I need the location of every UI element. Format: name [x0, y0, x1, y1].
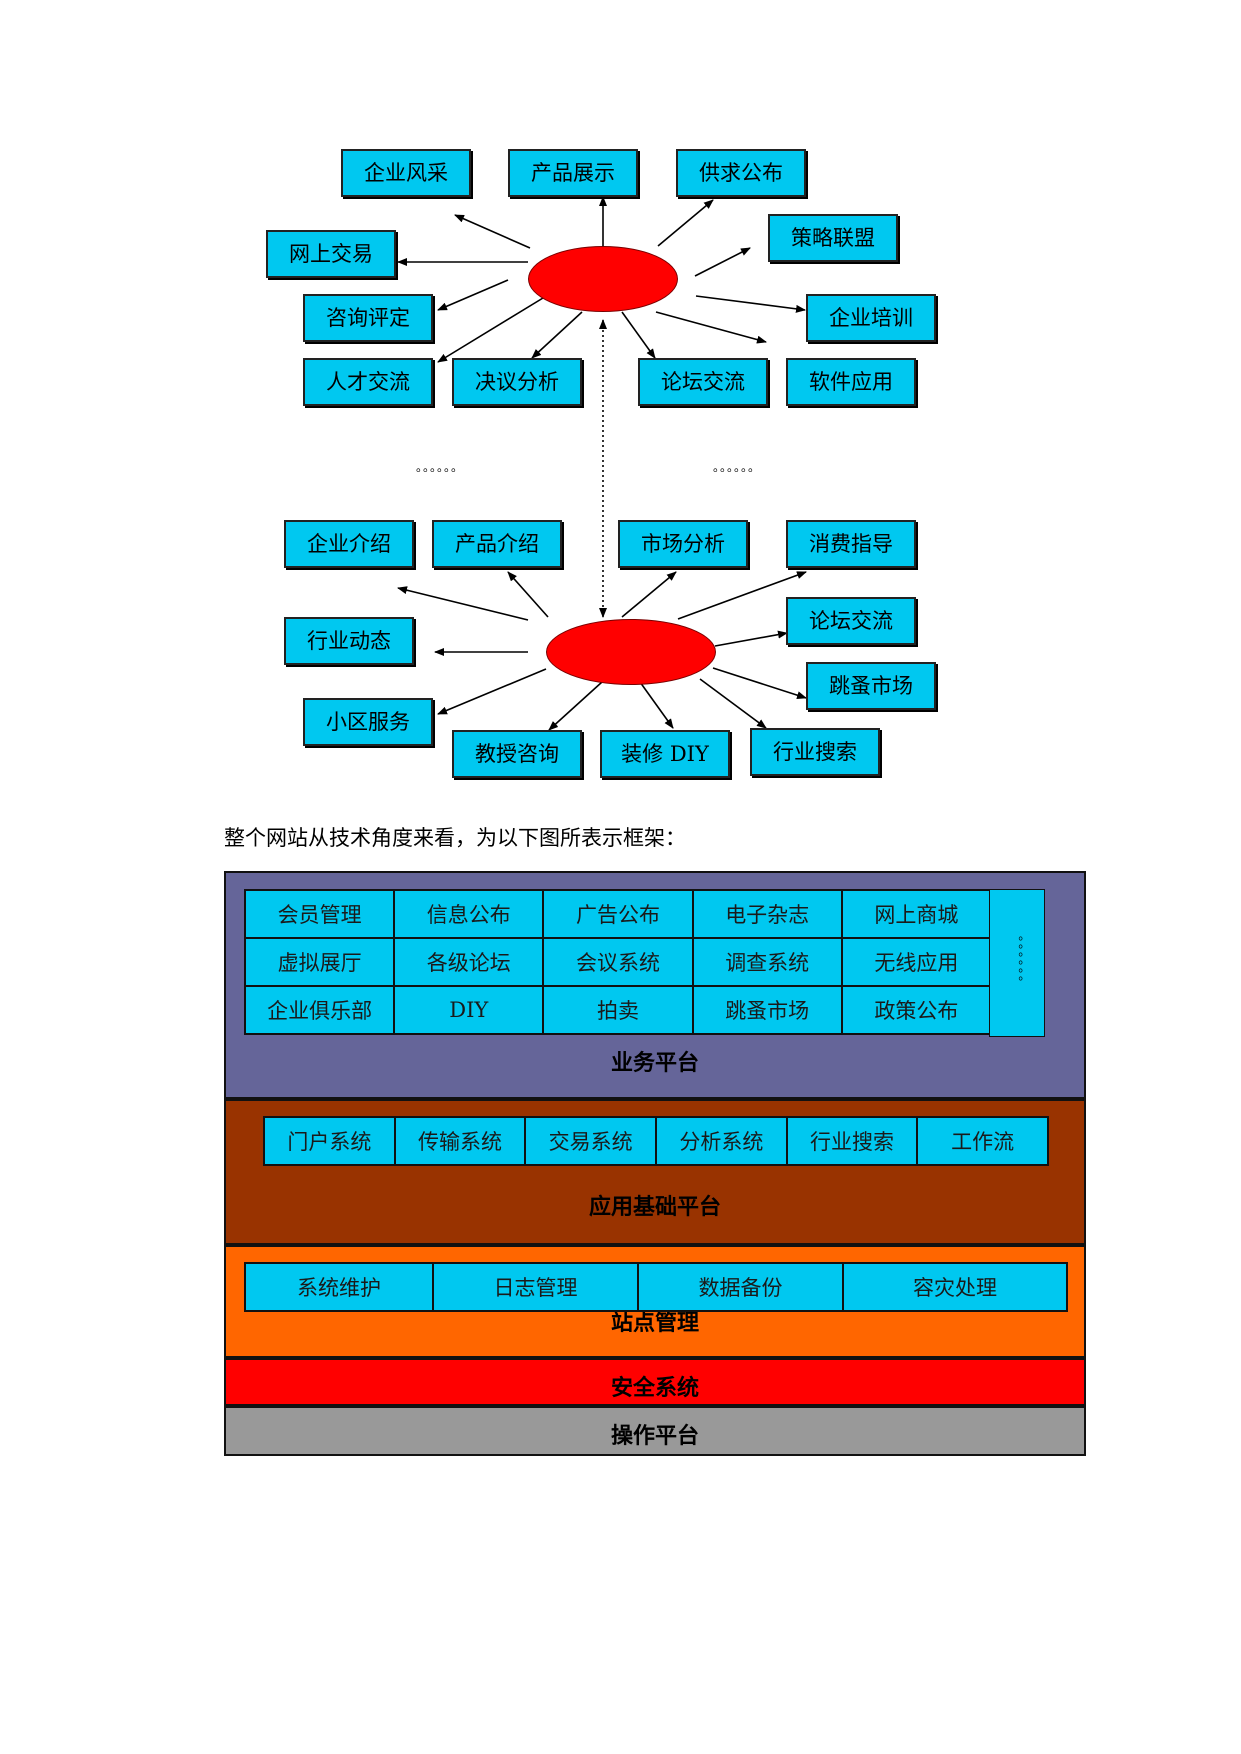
module-cell: 交易系统 — [525, 1117, 656, 1165]
module-cell: 行业搜索 — [786, 1117, 918, 1165]
arrow-to-node — [621, 311, 656, 359]
module-cell: 各级论坛 — [394, 938, 544, 986]
bottom-hub-ellipse — [546, 619, 716, 685]
arrow-to-node — [397, 586, 529, 621]
top-hub-ellipse — [528, 246, 678, 312]
module-cell: 电子杂志 — [692, 890, 842, 938]
arrow-to-node — [677, 571, 807, 620]
module-cell: 日志管理 — [433, 1263, 638, 1311]
more-modules-cell: 。。。。。。 — [989, 889, 1045, 1037]
top-hub-arrows — [397, 196, 806, 363]
operating-platform-title: 操作平台 — [610, 1424, 699, 1449]
module-cell: 工作流 — [917, 1117, 1048, 1165]
node-product-display: 产品展示 — [508, 149, 638, 197]
node-forum-exchange-2: 论坛交流 — [786, 597, 916, 645]
module-cell: 会议系统 — [543, 938, 693, 986]
module-cell: 拍卖 — [543, 986, 693, 1034]
arrow-to-node — [437, 668, 547, 715]
connector-lines — [397, 196, 807, 731]
module-cell: DIY — [394, 986, 544, 1034]
node-community-service: 小区服务 — [303, 698, 433, 746]
hub-diagram: 企业风采 产品展示 供求公布 策略联盟 网上交易 咨询评定 企业培训 人才交流 … — [0, 0, 1241, 820]
site-management-grid: 系统维护 日志管理 数据备份 容灾处理 — [244, 1262, 1068, 1312]
node-enterprise-training: 企业培训 — [806, 294, 936, 342]
module-cell: 政策公布 — [841, 986, 991, 1034]
arrow-to-node — [712, 667, 807, 700]
node-product-intro: 产品介绍 — [432, 520, 562, 568]
architecture-caption: 整个网站从技术角度来看，为以下图所表示框架： — [224, 826, 686, 850]
node-enterprise-intro: 企业介绍 — [284, 520, 414, 568]
node-industry-search: 行业搜索 — [750, 728, 880, 776]
module-cell: 无线应用 — [841, 938, 991, 986]
node-supply-demand: 供求公布 — [676, 149, 806, 197]
module-cell: 调查系统 — [692, 938, 842, 986]
security-system-layer: 安全系统 — [224, 1358, 1086, 1406]
arrow-to-node — [507, 571, 549, 618]
arrow-to-node — [714, 630, 788, 647]
arrow-to-node — [699, 678, 767, 729]
node-decision-analysis: 决议分析 — [452, 358, 582, 406]
module-cell: 企业俱乐部 — [245, 986, 395, 1034]
arrow-to-node — [548, 681, 603, 731]
site-management-title: 站点管理 — [610, 1311, 699, 1336]
node-strategic-alliance: 策略联盟 — [768, 214, 898, 262]
security-system-title: 安全系统 — [610, 1376, 699, 1401]
module-cell: 网上商城 — [841, 890, 991, 938]
node-enterprise-style: 企业风采 — [341, 149, 471, 197]
module-cell: 数据备份 — [638, 1263, 843, 1311]
module-cell: 分析系统 — [656, 1117, 787, 1165]
module-cell: 虚拟展厅 — [245, 938, 395, 986]
node-consumer-guide: 消费指导 — [786, 520, 916, 568]
arrow-to-node — [437, 279, 509, 311]
node-talent-exchange: 人才交流 — [303, 358, 433, 406]
ellipsis-right: 。。。。。。 — [713, 460, 762, 474]
node-software-application: 软件应用 — [786, 358, 916, 406]
node-industry-news: 行业动态 — [284, 617, 414, 665]
arrow-to-node — [454, 214, 531, 249]
module-cell: 广告公布 — [543, 890, 693, 938]
ellipsis-left: 。。。。。。 — [416, 460, 465, 474]
node-forum-exchange: 论坛交流 — [638, 358, 768, 406]
application-module-grid: 门户系统 传输系统 交易系统 分析系统 行业搜索 工作流 — [263, 1116, 1049, 1166]
node-market-analysis: 市场分析 — [618, 520, 748, 568]
node-flea-market: 跳蚤市场 — [806, 662, 936, 710]
arrow-to-node — [657, 199, 714, 247]
module-cell: 信息公布 — [394, 890, 544, 938]
arrow-to-node — [621, 571, 677, 618]
module-cell: 会员管理 — [245, 890, 395, 938]
arrow-to-node — [531, 311, 583, 359]
arrow-to-node — [639, 681, 674, 729]
bottom-hub-arrows — [397, 571, 807, 731]
module-cell: 容灾处理 — [843, 1263, 1067, 1311]
module-cell: 系统维护 — [245, 1263, 433, 1311]
business-platform-title: 业务平台 — [610, 1051, 699, 1076]
node-online-trading: 网上交易 — [266, 230, 396, 278]
module-cell: 传输系统 — [394, 1117, 526, 1165]
operating-platform-layer: 操作平台 — [224, 1406, 1086, 1456]
node-decoration-diy: 装修 DIY — [600, 730, 730, 778]
node-professor-consulting: 教授咨询 — [452, 730, 582, 778]
business-module-grid: 会员管理 信息公布 广告公布 电子杂志 网上商城 虚拟展厅 各级论坛 会议系统 … — [244, 889, 992, 1035]
module-cell: 跳蚤市场 — [692, 986, 842, 1034]
arrow-to-node — [437, 297, 544, 363]
module-cell: 门户系统 — [264, 1117, 395, 1165]
arrow-to-node — [655, 311, 767, 344]
node-consulting-evaluation: 咨询评定 — [303, 294, 433, 342]
arrow-to-node — [695, 295, 806, 313]
application-platform-title: 应用基础平台 — [588, 1195, 721, 1220]
arrow-to-node — [694, 247, 751, 277]
